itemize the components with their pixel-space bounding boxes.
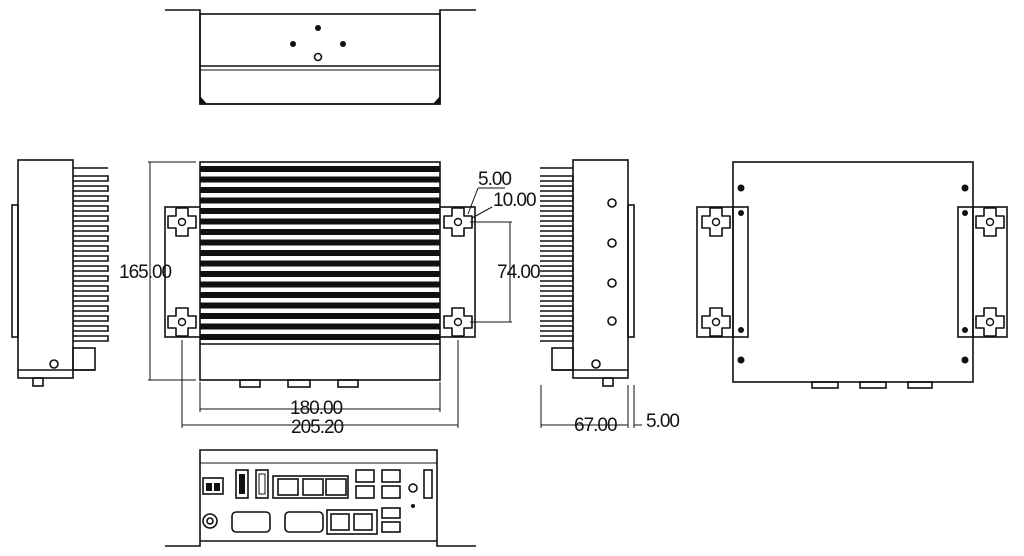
dim-side-depth: 67.00	[574, 415, 617, 436]
fin	[540, 305, 574, 312]
dim-hole-small: 5.00	[478, 169, 511, 190]
fin	[540, 235, 574, 242]
fin	[73, 215, 109, 222]
mounting-hole	[177, 317, 187, 327]
fin	[200, 166, 440, 172]
fin	[200, 176, 440, 183]
mounting-hole	[453, 217, 463, 227]
fin	[540, 275, 574, 282]
mounting-hole	[711, 217, 721, 227]
fin	[73, 255, 109, 262]
fin	[73, 315, 109, 322]
fin	[73, 175, 109, 182]
fin	[540, 255, 574, 262]
fin	[73, 245, 109, 252]
fin	[200, 197, 440, 204]
fin	[540, 265, 574, 272]
fin	[200, 208, 440, 214]
fin	[200, 313, 440, 319]
rear-io-view	[165, 449, 476, 547]
mounting-hole	[711, 317, 721, 327]
fin	[73, 225, 109, 232]
fin	[540, 215, 574, 222]
fin	[200, 218, 440, 225]
fin	[200, 281, 440, 288]
dim-height-total: 165.00	[119, 262, 172, 283]
fin	[540, 295, 574, 302]
fin	[200, 260, 440, 267]
dim-bracket-width: 205.20	[291, 417, 344, 438]
dim-hole-spacing-horizontal: 180.00	[290, 398, 343, 419]
fin	[73, 275, 109, 282]
fin	[73, 335, 109, 342]
fin	[540, 245, 574, 252]
fin	[73, 295, 109, 302]
mounting-hole	[177, 217, 187, 227]
fin	[540, 335, 574, 342]
fin	[200, 271, 440, 277]
dim-side-offset: 5.00	[646, 411, 679, 432]
left-side-view	[11, 159, 109, 387]
fin	[73, 325, 109, 332]
fin	[540, 205, 574, 212]
fin	[200, 239, 440, 246]
bottom-view	[696, 161, 1008, 389]
fin	[200, 302, 440, 309]
fin	[200, 229, 440, 235]
fin	[540, 285, 574, 292]
fin	[200, 334, 440, 340]
mounting-hole	[985, 317, 995, 327]
top-view	[165, 9, 476, 105]
mounting-hole	[453, 317, 463, 327]
fin	[73, 205, 109, 212]
mounting-hole	[985, 217, 995, 227]
fin	[200, 250, 440, 256]
dimension-lines	[148, 161, 642, 428]
fin	[200, 187, 440, 193]
fin	[540, 185, 574, 192]
fin	[73, 235, 109, 242]
front-view	[164, 161, 476, 388]
fin	[540, 325, 574, 332]
right-side-view	[540, 159, 635, 387]
fin	[540, 195, 574, 202]
dim-hole-large: 10.00	[493, 190, 536, 211]
fin	[540, 315, 574, 322]
fin	[73, 195, 109, 202]
fin	[73, 185, 109, 192]
dim-hole-spacing-vertical: 74.00	[497, 262, 540, 283]
fin	[540, 175, 574, 182]
fin	[73, 305, 109, 312]
fin	[73, 285, 109, 292]
fin	[200, 292, 440, 298]
fin	[73, 265, 109, 272]
fin	[200, 323, 440, 330]
fin	[540, 225, 574, 232]
